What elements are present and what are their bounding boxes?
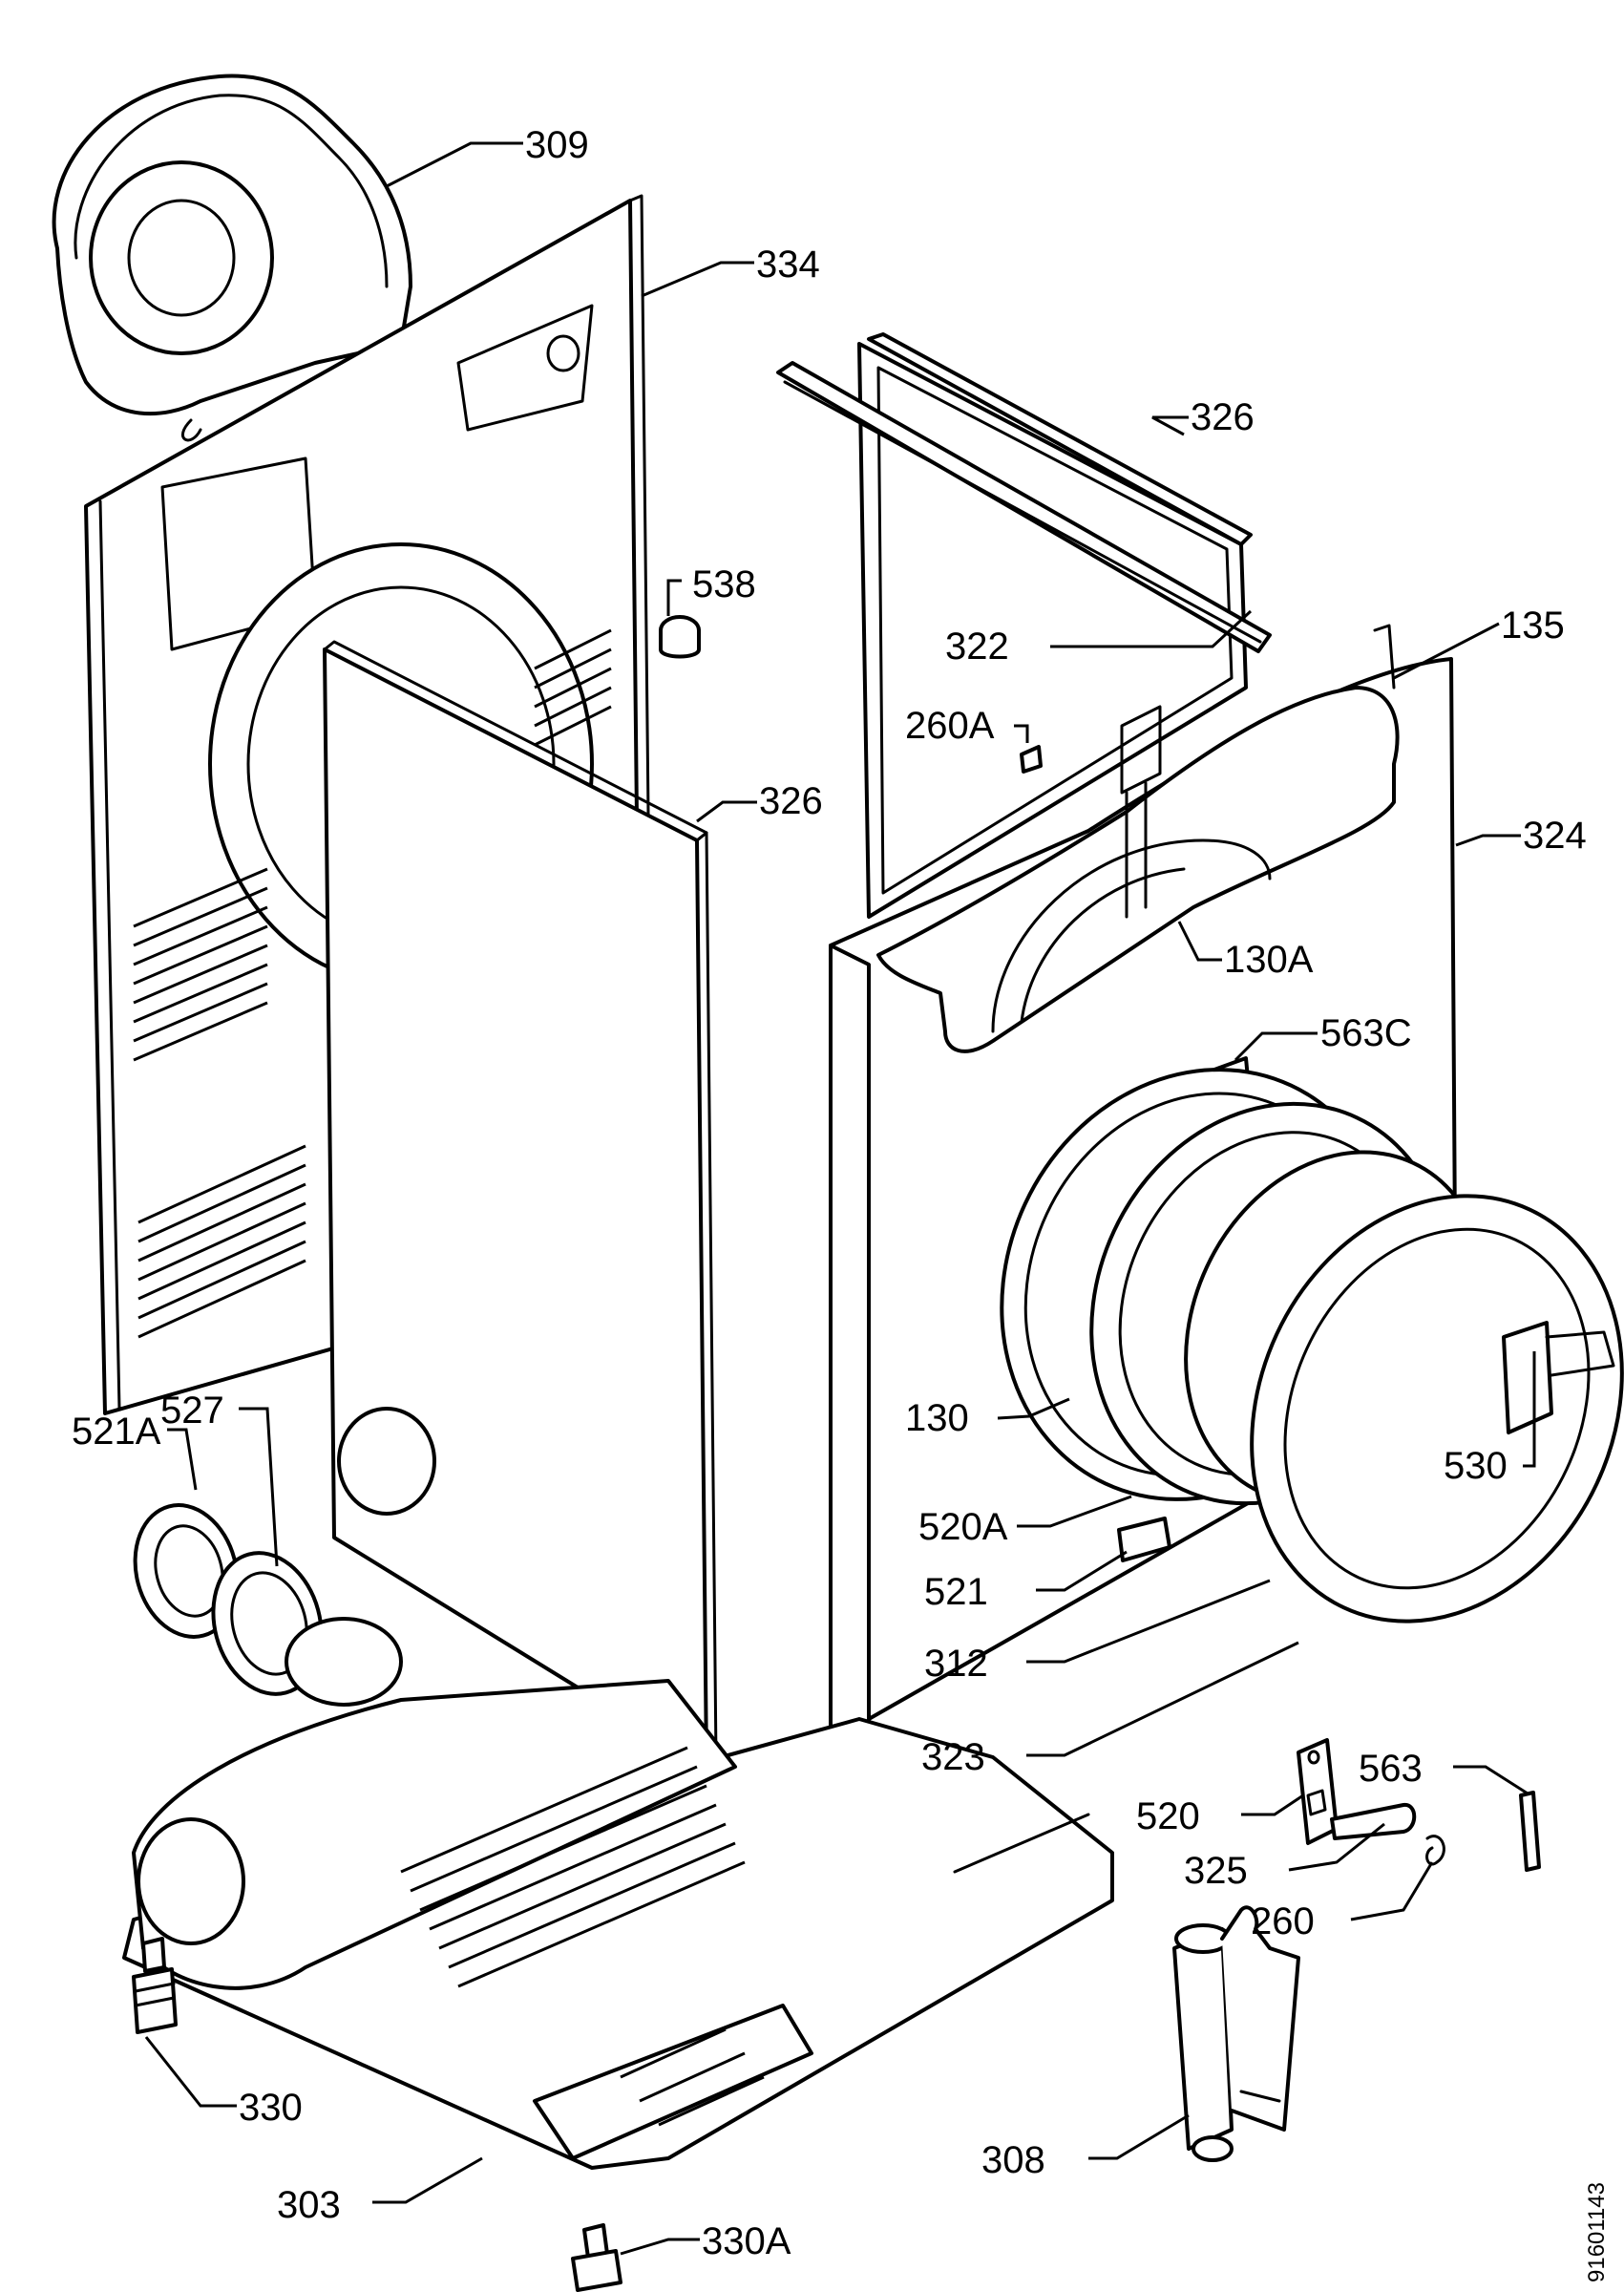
back-panel-vents-left [133,867,268,1062]
callout-538: 538 [692,563,756,605]
part-130A-inner-seal [991,838,1272,1033]
callout-303: 303 [277,2184,341,2226]
callout-520A: 520A [918,1506,1008,1548]
part-326-side-panel [323,640,718,1769]
callout-326-top: 326 [1191,396,1255,438]
callout-130: 130 [905,1397,969,1439]
callout-330A: 330A [702,2220,791,2262]
part-308-hinge [1172,1905,1300,2162]
part-530-door-handle [1502,1321,1615,1434]
callout-260A: 260A [905,705,995,747]
callout-312: 312 [924,1643,988,1685]
back-panel-vents-upper [534,628,612,747]
callout-260: 260 [1251,1900,1315,1942]
callout-530: 530 [1444,1445,1508,1487]
callout-308: 308 [981,2139,1045,2181]
part-521-door-lock [1117,1517,1171,1562]
part-260-spring-clip [1425,1835,1445,1866]
part-563-pin [1519,1791,1541,1872]
callout-322: 322 [945,626,1009,668]
part-521A-duct-connector [133,1503,240,1639]
part-538-plug [659,615,701,659]
callout-309: 309 [525,124,589,166]
callout-323: 323 [921,1736,985,1778]
callout-521A: 521A [72,1411,161,1453]
part-325-hinge-lever [1330,1803,1417,1840]
callout-520: 520 [1136,1795,1200,1837]
part-309-rear-duct-cover [52,74,412,442]
callout-labels: 309 334 326 538 322 135 260A 326 324 130… [72,124,1587,2262]
callout-527: 527 [160,1390,224,1432]
drawing-code: 91601143 [1584,2182,1610,2282]
back-panel-vents-lower [137,1144,306,1339]
part-330-foot [132,1937,178,2034]
callout-334: 334 [756,244,820,286]
callout-325: 325 [1184,1850,1248,1892]
callout-130A: 130A [1224,939,1314,981]
part-260A-clip [1020,745,1043,774]
callout-135: 135 [1501,605,1565,647]
part-326-rear-frame [857,332,1253,919]
callout-326-mid: 326 [759,780,823,822]
callout-324: 324 [1523,815,1587,857]
part-520-hinge-plate [1297,1738,1339,1845]
base-vents [400,1746,746,1988]
callout-330: 330 [239,2087,303,2129]
part-323-door [1250,1194,1624,1624]
part-303-base [122,1617,1114,2170]
leader-lines [144,141,1536,2256]
part-322-top-strip [776,361,1272,653]
callout-521: 521 [924,1571,988,1613]
part-330A-foot [571,2223,622,2292]
callout-563C: 563C [1320,1012,1412,1054]
callout-563: 563 [1359,1748,1423,1790]
